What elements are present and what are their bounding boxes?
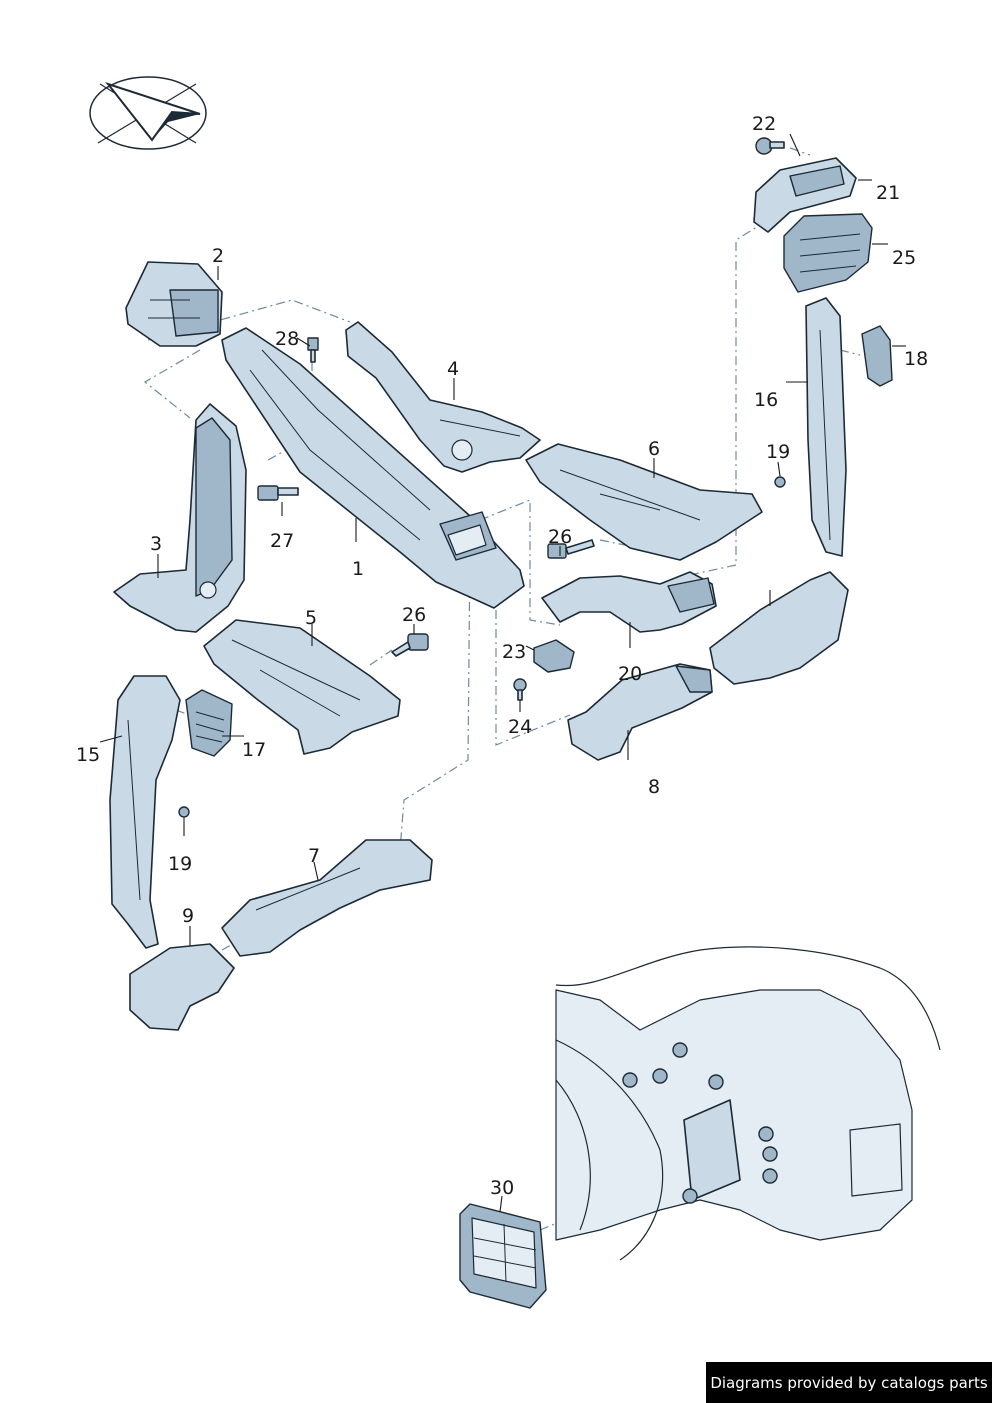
part-4-air-duct: [345, 321, 541, 473]
part-8-air-duct: [567, 663, 713, 761]
callout-16: 16: [754, 389, 778, 411]
credit-banner: Diagrams provided by catalogs parts: [706, 1362, 992, 1403]
part-16-rear-duct: [709, 297, 849, 685]
callout-25: 25: [892, 247, 916, 269]
callout-3: 3: [150, 533, 162, 555]
part-1-center-air-duct: [221, 327, 525, 609]
callout-21: 21: [876, 182, 900, 204]
callout-17: 17: [242, 739, 266, 761]
callout-23: 23: [502, 641, 526, 663]
callout-2: 2: [212, 245, 224, 267]
vehicle-body-section: [555, 946, 941, 1261]
callout-19a: 19: [766, 441, 790, 463]
callout-26b: 26: [402, 604, 426, 626]
callout-24: 24: [508, 716, 532, 738]
callout-22: 22: [752, 113, 776, 135]
callout-6: 6: [648, 438, 660, 460]
callout-9: 9: [182, 905, 194, 927]
part-20-duct-actuator: [541, 571, 717, 633]
part-25-vent-grille: [783, 213, 873, 293]
callout-8: 8: [648, 776, 660, 798]
callout-5: 5: [305, 607, 317, 629]
part-5-floor-duct: [203, 619, 401, 755]
part-28-clip: [307, 337, 319, 363]
callout-27: 27: [270, 530, 294, 552]
part-26-screw: [547, 539, 595, 559]
part-6-floor-duct: [525, 443, 763, 561]
part-2-air-duct: [125, 261, 223, 347]
callout-7: 7: [308, 845, 320, 867]
part-19-clip: [178, 476, 786, 818]
part-17-vent: [185, 689, 233, 757]
callout-18: 18: [904, 348, 928, 370]
callout-30: 30: [490, 1177, 514, 1199]
part-3-footwell-duct: [113, 403, 247, 633]
part-7-air-duct: [221, 839, 433, 957]
callout-20: 20: [618, 663, 642, 685]
callout-26a: 26: [548, 526, 572, 548]
callout-19b: 19: [168, 853, 192, 875]
part-18-vent: [861, 325, 893, 387]
direction-arrow-icon: [89, 76, 207, 150]
part-21-vent-grille: [753, 157, 857, 233]
callout-15: 15: [76, 744, 100, 766]
callout-4: 4: [447, 358, 459, 380]
part-26-screw-2: [391, 633, 429, 657]
callout-labels: 1 2 3 4 5 6 7 8 9 15 16 17 18 19 19 20 2…: [76, 113, 928, 1199]
part-30-vent-grille: [459, 1203, 547, 1309]
callout-28: 28: [275, 328, 299, 350]
leader-lines: [99, 133, 906, 1213]
part-27-clip: [257, 485, 299, 501]
part-15-rear-duct: [109, 675, 181, 949]
part-22-screw: [755, 137, 785, 155]
part-23-servo-motor: [533, 639, 575, 673]
callout-1: 1: [352, 558, 364, 580]
part-24-screw: [513, 678, 527, 701]
part-9-duct-connector: [129, 943, 235, 1031]
